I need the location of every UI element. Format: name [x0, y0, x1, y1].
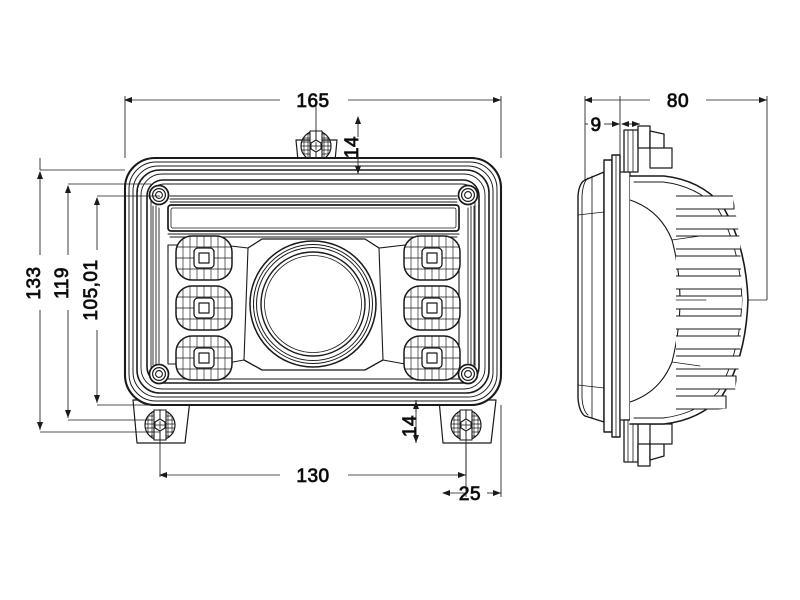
side-lens-face — [577, 171, 605, 423]
led-optic-left-2 — [175, 285, 233, 331]
side-heat-sink — [629, 175, 749, 425]
dimension-14-top: 14 — [342, 116, 363, 174]
dimension-25-label: 25 — [459, 484, 481, 505]
corner-screws — [148, 184, 479, 385]
bottom-mount-bracket-right — [438, 399, 497, 444]
extension-lines-front — [39, 96, 502, 497]
dimension-130: 130 — [159, 466, 466, 487]
corner-screw-top-left — [148, 184, 170, 206]
dimension-9: 9 — [585, 115, 620, 136]
dimension-119: 119 — [52, 185, 73, 418]
dimension-annotations: 165 14 133 119 105,01 — [24, 91, 768, 505]
led-optic-left-3 — [175, 335, 233, 381]
side-top-stud — [623, 125, 673, 173]
dimension-14-bottom: 14 — [400, 401, 421, 443]
dimension-119-label: 119 — [52, 267, 73, 299]
side-mounting-flange — [603, 154, 631, 438]
dimension-105-01: 105,01 — [81, 197, 102, 403]
dimension-14-top-label: 14 — [342, 136, 363, 158]
bottom-mount-bracket-left — [132, 399, 191, 444]
dimension-80-label: 80 — [667, 91, 689, 112]
side-reflector-strips — [152, 205, 475, 366]
led-optic-right-2 — [403, 285, 461, 331]
central-projector-lens — [249, 240, 377, 368]
dimension-165: 165 — [124, 91, 501, 112]
dimension-133: 133 — [24, 171, 45, 430]
led-optic-left-1 — [175, 235, 233, 281]
dimension-14-bottom-label: 14 — [400, 415, 421, 437]
dimension-25: 25 — [442, 484, 501, 505]
dimension-133-label: 133 — [24, 266, 45, 299]
corner-screw-bottom-right — [457, 363, 479, 385]
led-optic-right-3 — [403, 335, 461, 381]
front-view — [123, 130, 503, 444]
led-optic-right-1 — [403, 235, 461, 281]
dimension-9-label: 9 — [590, 115, 601, 136]
side-bottom-stud — [623, 419, 673, 467]
dimension-80: 80 — [584, 91, 767, 112]
position-light-bar — [167, 195, 460, 238]
dimension-105-01-label: 105,01 — [81, 259, 102, 320]
side-view — [577, 125, 749, 467]
corner-screw-bottom-left — [148, 363, 170, 385]
dimension-165-label: 165 — [296, 91, 329, 112]
extension-lines-side — [584, 96, 768, 301]
corner-screw-top-right — [457, 184, 479, 206]
dimension-130-label: 130 — [296, 466, 329, 487]
